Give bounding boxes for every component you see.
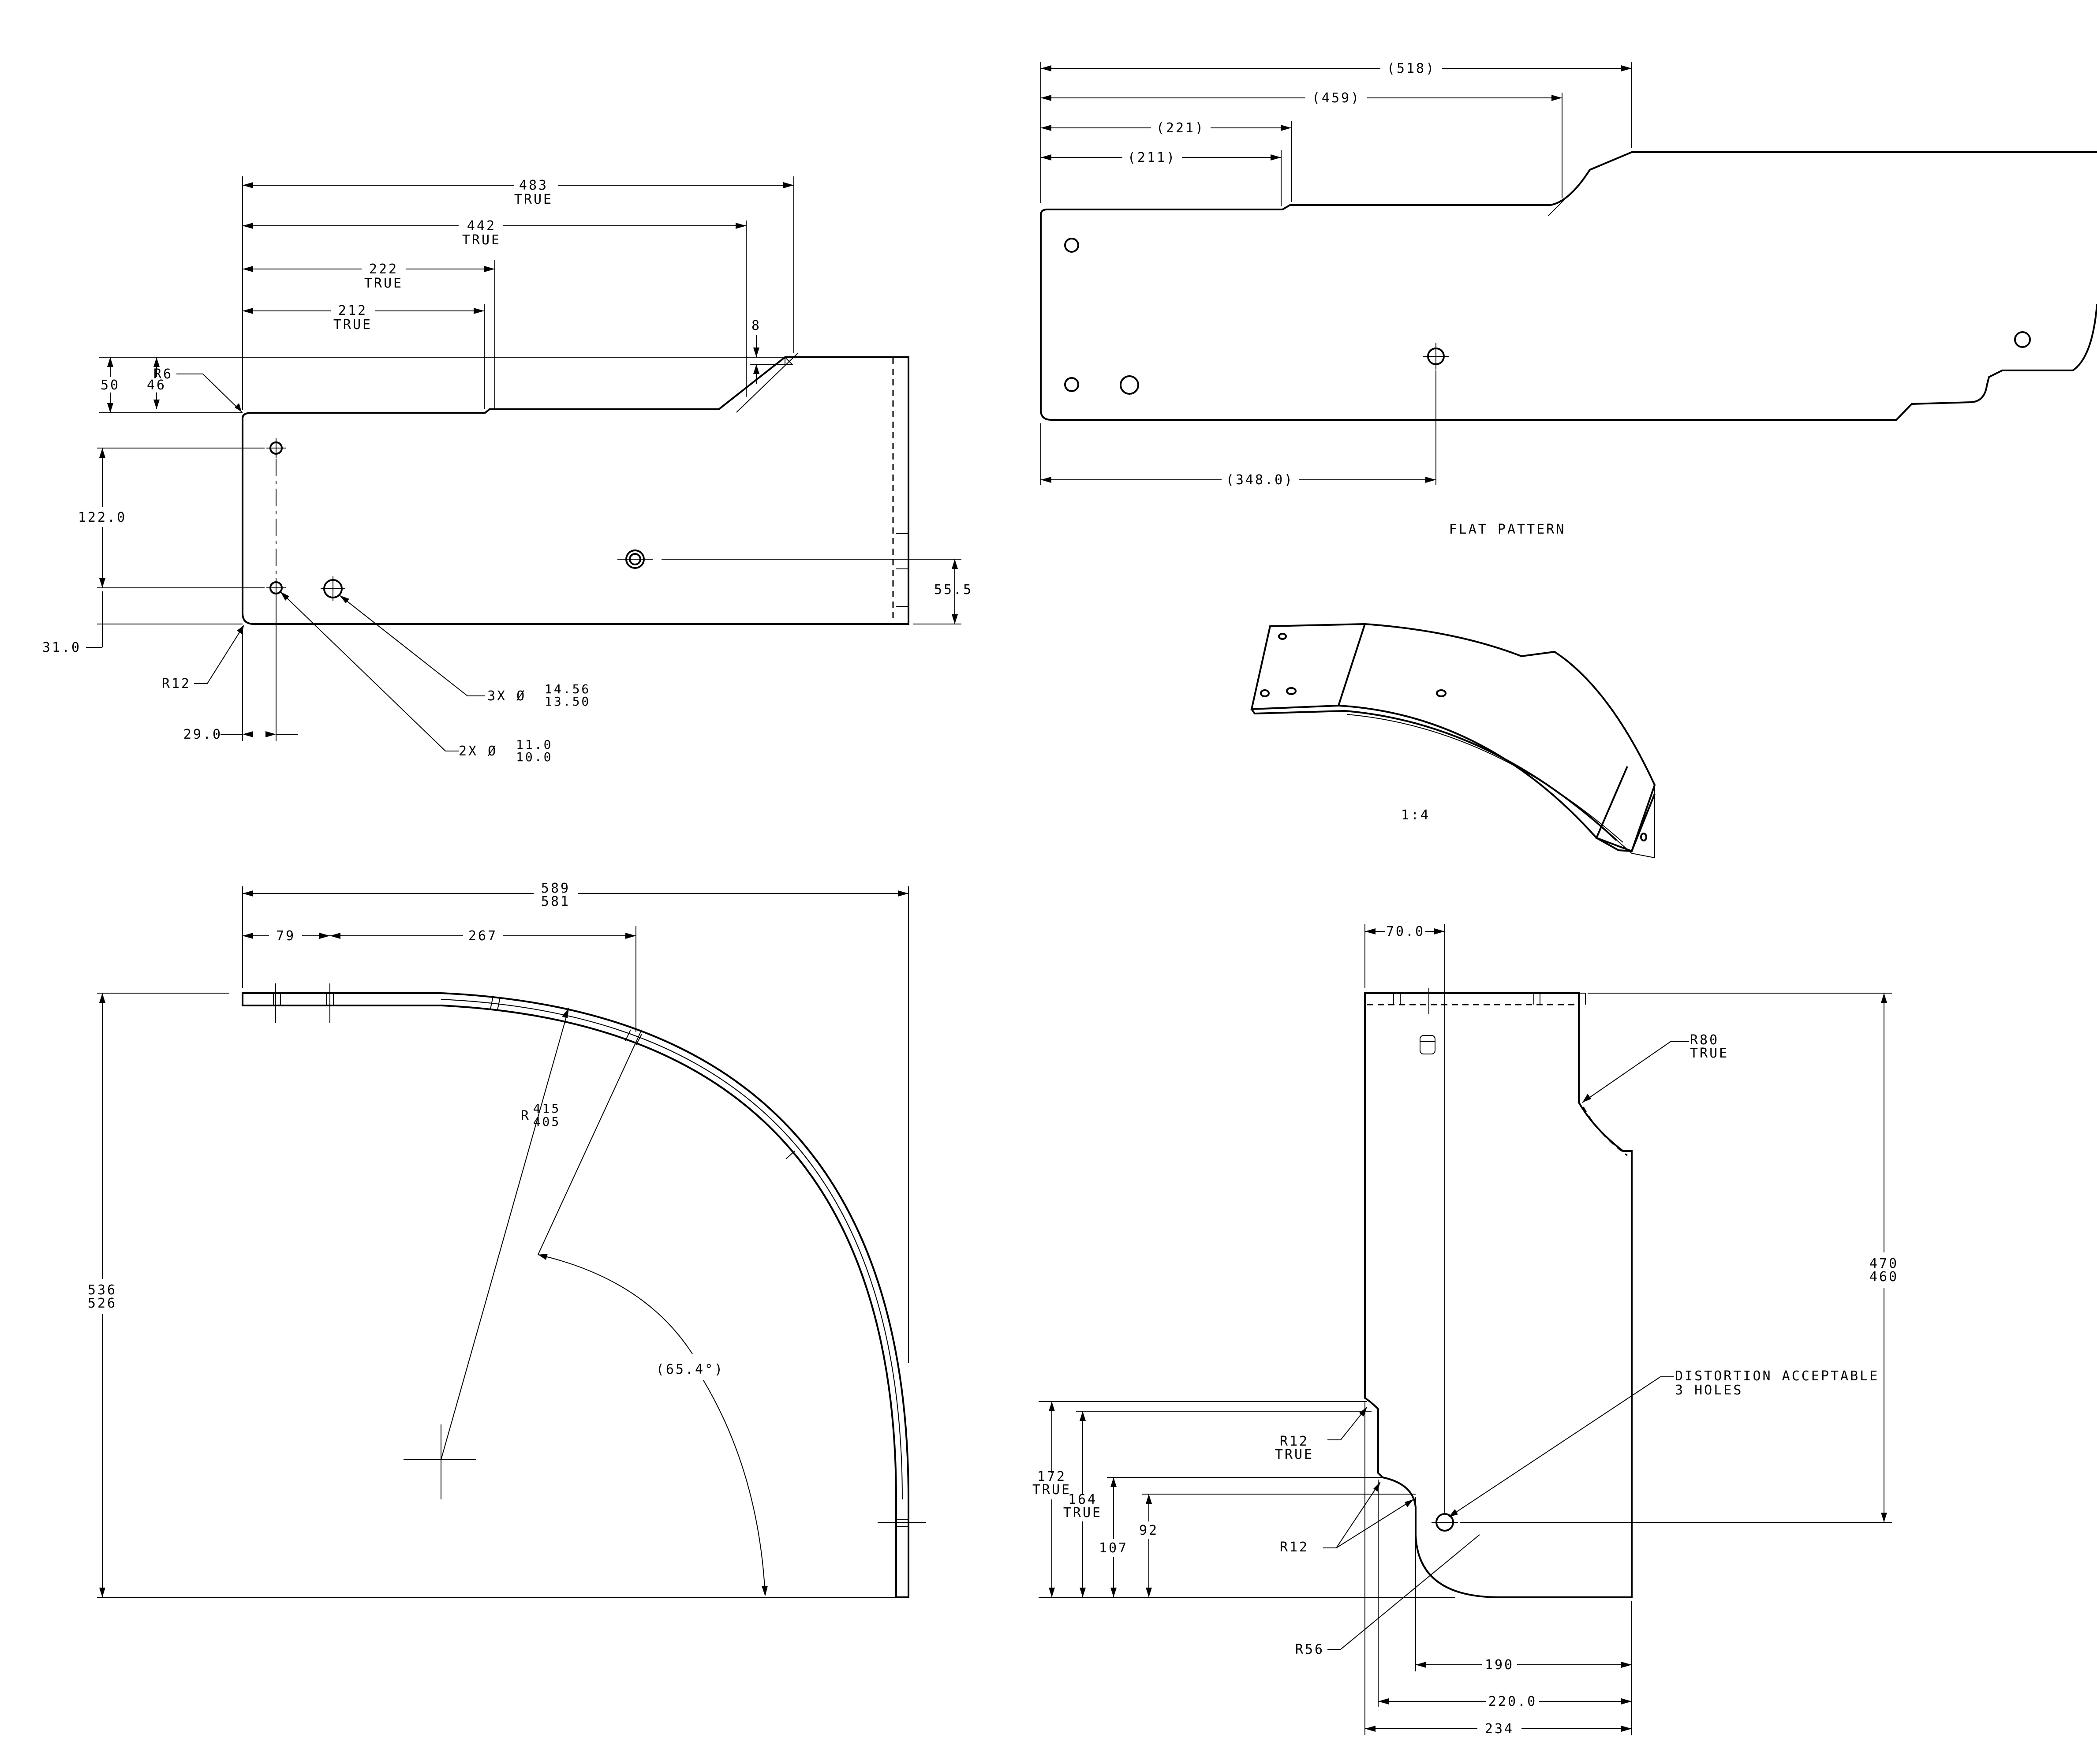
flat-pattern-outline: [1040, 151, 2097, 216]
top-left-view: 483 TRUE 442 TRUE 222 TRUE 212 TRUE 8: [42, 176, 973, 764]
dim-442: 442: [467, 218, 496, 234]
dim-212: 212: [338, 303, 367, 318]
note-line1: DISTORTION ACCEPTABLE: [1675, 1368, 1879, 1384]
dim-50: 50: [101, 377, 120, 393]
holes-2x-upper: 11.0: [516, 737, 553, 752]
dim-212-true: TRUE: [333, 317, 372, 333]
dim-172-true: TRUE: [1032, 1482, 1071, 1498]
dim-172: 172: [1037, 1469, 1066, 1484]
side-view: 70.0 R80 TRUE 470 460 DISTORTION ACCEPTA…: [1032, 924, 1899, 1737]
dim-r80-true: TRUE: [1690, 1046, 1729, 1061]
holes-3x-upper: 14.56: [545, 682, 591, 696]
dim-46: 46: [147, 377, 166, 393]
dim-r-prefix: R: [521, 1108, 531, 1124]
dim-8: 8: [751, 318, 761, 333]
top-left-part-outline: [242, 356, 909, 625]
dim-70: 70.0: [1386, 924, 1425, 939]
dim-92: 92: [1139, 1523, 1159, 1538]
dim-r6: R6: [153, 366, 173, 382]
isometric-view: 1:4: [1250, 623, 1656, 859]
dim-589: 589: [541, 881, 570, 896]
dim-r12a-true: TRUE: [1275, 1447, 1314, 1462]
dim-55-5: 55.5: [934, 582, 973, 598]
dim-442-true: TRUE: [462, 232, 501, 248]
front-view: 589 581 79 267 R 415 405 536 526 (65.4°): [88, 881, 926, 1598]
dim-581: 581: [541, 894, 570, 909]
dim-r405: 405: [533, 1114, 561, 1129]
dim-211: (211): [1128, 150, 1176, 165]
dim-r415: 415: [533, 1101, 561, 1116]
iso-scale: 1:4: [1401, 807, 1430, 823]
dim-r12a: R12: [1280, 1434, 1309, 1449]
dim-r56: R56: [1295, 1642, 1324, 1657]
dim-222-true: TRUE: [364, 276, 403, 291]
dim-267: 267: [468, 928, 497, 944]
flat-pattern-view: (518) (459) (221) (211) (348.0) FLAT PAT…: [1040, 61, 2097, 537]
dim-r80: R80: [1690, 1032, 1719, 1048]
holes-3x-prefix: 3X Ø: [487, 688, 526, 704]
dim-221: (221): [1156, 120, 1205, 136]
dim-348: (348.0): [1226, 472, 1294, 488]
note-line2: 3 HOLES: [1675, 1383, 1743, 1398]
dim-526: 526: [88, 1296, 117, 1311]
dim-31: 31.0: [42, 640, 81, 655]
holes-2x-lower: 10.0: [516, 750, 553, 764]
dim-470: 470: [1869, 1256, 1899, 1271]
dim-107: 107: [1099, 1540, 1128, 1556]
dim-483: 483: [519, 178, 548, 193]
dim-29: 29.0: [183, 727, 222, 742]
dim-190: 190: [1485, 1657, 1514, 1673]
holes-2x-prefix: 2X Ø: [459, 744, 497, 759]
dim-r12b: R12: [1280, 1540, 1309, 1555]
dim-164-true: TRUE: [1063, 1505, 1102, 1521]
dim-518: (518): [1387, 61, 1435, 76]
dim-459: (459): [1312, 90, 1361, 106]
holes-3x-lower: 13.50: [545, 694, 591, 709]
side-part-outline: [1364, 992, 1633, 1598]
front-arc-outer: [242, 992, 909, 1598]
flat-pattern-caption: FLAT PATTERN: [1449, 522, 1566, 537]
dim-angle: (65.4°): [656, 1362, 724, 1377]
dim-483-true: TRUE: [514, 192, 553, 207]
dim-r12: R12: [162, 676, 191, 691]
dim-536: 536: [88, 1282, 117, 1298]
dim-222: 222: [369, 262, 398, 277]
dim-234: 234: [1485, 1721, 1514, 1737]
dim-79: 79: [276, 928, 295, 944]
dim-460: 460: [1869, 1269, 1899, 1285]
dim-122: 122.0: [78, 510, 127, 525]
dim-220: 220.0: [1488, 1694, 1537, 1709]
dim-164: 164: [1068, 1492, 1097, 1507]
